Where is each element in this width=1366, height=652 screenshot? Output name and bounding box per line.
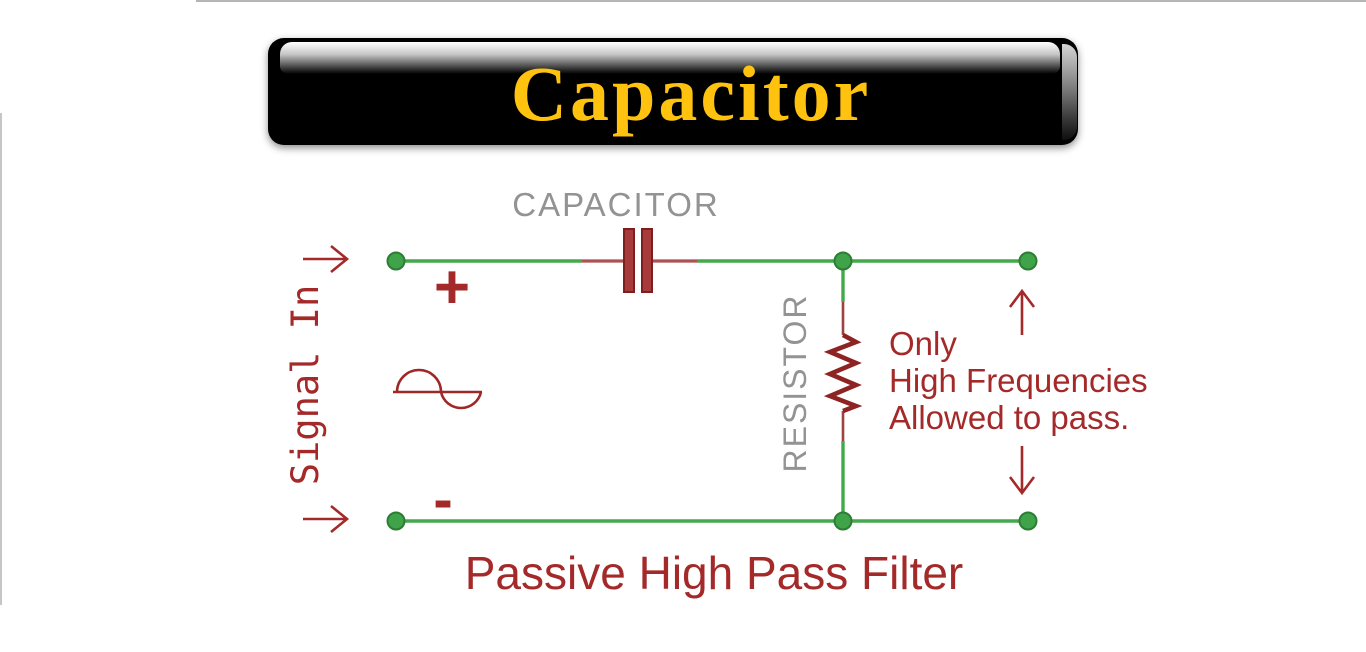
node-bottom-left [386, 511, 406, 531]
signal-in-label: Signal In [284, 285, 327, 485]
arrow-down-icon [1008, 446, 1036, 496]
minus-sign: - [433, 467, 452, 532]
input-arrows [303, 244, 350, 534]
capacitor-plate-right [641, 228, 653, 293]
node-top-left [386, 251, 406, 271]
output-arrows [1008, 288, 1036, 496]
annotation-line-3: Allowed to pass. [889, 399, 1129, 436]
resistor-symbol-icon [823, 332, 863, 414]
resistor-label: RESISTOR [777, 294, 813, 473]
plus-sign: + [434, 253, 470, 322]
node-bottom-right [1018, 511, 1038, 531]
arrow-up-icon [1008, 288, 1036, 335]
left-border-line [0, 113, 2, 605]
node-bottom-junction [833, 511, 853, 531]
wires [396, 259, 1028, 523]
page-title: Capacitor [510, 49, 872, 137]
capacitor-label: CAPACITOR [512, 186, 719, 223]
capacitor-plate-left [623, 228, 635, 293]
diagram-caption: Passive High Pass Filter [465, 547, 964, 599]
nodes [386, 251, 1038, 531]
node-top-right [1018, 251, 1038, 271]
arrow-right-bottom-icon [303, 504, 350, 534]
arrow-right-top-icon [303, 244, 350, 274]
capacitor-symbol-icon [623, 228, 653, 293]
node-top-junction [833, 251, 853, 271]
ac-source-sine-icon [393, 368, 483, 410]
annotation-line-1: Only [889, 325, 957, 362]
title-banner: Capacitor [268, 38, 1078, 145]
top-border-line [196, 0, 1366, 2]
annotation-line-2: High Frequencies [889, 362, 1148, 399]
